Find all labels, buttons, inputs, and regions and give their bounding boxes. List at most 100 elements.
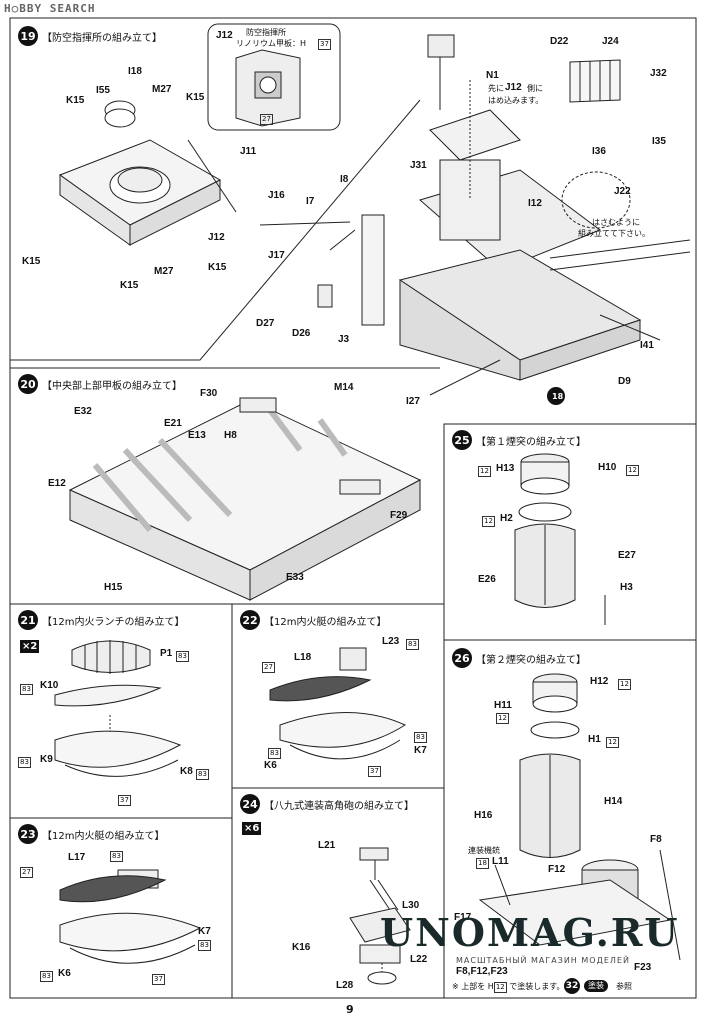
part-label: K15 — [66, 95, 85, 106]
part-label: L28 — [336, 980, 354, 991]
part-label: K7 — [198, 926, 211, 937]
watermark-text: UNOMAG.RU — [380, 910, 680, 955]
mat-tag: 27 — [262, 662, 275, 673]
part-label: E33 — [286, 572, 304, 583]
step20-number: 20 — [18, 374, 38, 394]
mat-tag: 83 — [18, 757, 31, 768]
part-label: F23 — [634, 962, 652, 973]
note1-text2: 側に — [527, 84, 543, 93]
step25-header: 25 【第１煙突の組み立て】 — [452, 430, 586, 450]
part-label: H16 — [474, 810, 493, 821]
part-label: F12 — [548, 864, 566, 875]
part-label: J11 — [240, 146, 257, 157]
step21-drawing — [54, 640, 182, 777]
step24-drawing — [349, 847, 411, 985]
mat-tag: 12 — [618, 679, 631, 690]
step20-title: 【中央部上部甲板の組み立て】 — [42, 380, 182, 392]
bottom-note-end: で塗装します。 — [506, 982, 565, 991]
part-label: H14 — [604, 796, 623, 807]
note2-part: J22 — [614, 186, 631, 197]
bottom-note-text: ※ 上部を H — [452, 982, 494, 991]
note1-text3: はめ込みます。 — [488, 96, 544, 105]
bottom-parts: F8,F12,F23 — [456, 966, 508, 977]
part-label: K7 — [414, 745, 427, 756]
note2-text2: 組み立てて下さい。 — [578, 229, 650, 238]
mat-tag: 83 — [40, 971, 53, 982]
part-label: E13 — [188, 430, 206, 441]
step26-title: 【第２煙突の組み立て】 — [476, 654, 586, 666]
part-label: I8 — [340, 174, 349, 185]
part-label: F8 — [650, 834, 662, 845]
part-label: J17 — [268, 250, 285, 261]
part-label: I35 — [652, 136, 666, 147]
multiplier-badge: ×6 — [242, 822, 262, 835]
part-label: K15 — [186, 92, 205, 103]
step22-number: 22 — [240, 610, 260, 630]
step25-title: 【第１煙突の組み立て】 — [476, 436, 586, 448]
mat-tag: 18 — [476, 858, 489, 869]
note1-ref: J12 — [505, 82, 522, 93]
step19-header: 19 【防空指揮所の組み立て】 — [18, 26, 162, 46]
step22-drawing — [269, 647, 407, 760]
part-label: H10 — [598, 462, 617, 473]
part-label: I12 — [528, 198, 542, 209]
note2-text1: はさむように — [592, 218, 640, 227]
paint-badge: 塗装 — [584, 980, 608, 992]
watermark-subtext: МАСШТАБНЫЙ МАГАЗИН МОДЕЛЕЙ — [456, 956, 630, 965]
part-label: L11 — [492, 856, 509, 867]
part-label: E21 — [164, 418, 182, 429]
part-label: E27 — [618, 550, 636, 561]
part-label: H3 — [620, 582, 633, 593]
step24-title: 【八九式連装高角砲の組み立て】 — [264, 800, 414, 812]
part-label: L23 — [382, 636, 400, 647]
part-label: K15 — [120, 280, 139, 291]
part-label: D22 — [550, 36, 569, 47]
part-label: K15 — [22, 256, 41, 267]
step24-number: 24 — [240, 794, 260, 814]
callout-line2: リノリウム甲板：H — [236, 39, 307, 48]
step24-header: 24 【八九式連装高角砲の組み立て】 — [240, 794, 414, 814]
ref-step18: 18 — [552, 392, 564, 401]
mat-tag: 37 — [118, 795, 131, 806]
page-number: 9 — [346, 1003, 354, 1016]
step21-header: 21 【12m内火ランチの組み立て】 — [18, 610, 184, 630]
part-label: J32 — [650, 68, 667, 79]
mat-tag: 37 — [368, 766, 381, 777]
part-label: I18 — [128, 66, 142, 77]
callout-mat: 37 — [318, 39, 331, 50]
step22-title: 【12m内火艇の組み立て】 — [264, 616, 387, 628]
step25-number: 25 — [452, 430, 472, 450]
part-label: H15 — [104, 582, 123, 593]
part-label: I36 — [592, 146, 606, 157]
part-label: J3 — [338, 334, 350, 345]
step20-drawing — [68, 397, 422, 601]
ref-step32: 32 — [564, 978, 580, 994]
mat-tag: 83 — [176, 651, 189, 662]
callout-part: J12 — [216, 30, 233, 41]
multiplier-badge: ×2 — [20, 640, 40, 653]
note1-text1: 先に — [488, 84, 504, 93]
mat-tag: 37 — [152, 974, 165, 985]
mat-tag: 27 — [20, 867, 33, 878]
step26-header: 26 【第２煙突の組み立て】 — [452, 648, 586, 668]
part-label: E32 — [74, 406, 92, 417]
part-label: H12 — [590, 676, 609, 687]
step19-title: 【防空指揮所の組み立て】 — [42, 32, 162, 44]
part-label: L21 — [318, 840, 336, 851]
part-label: K8 — [180, 766, 193, 777]
part-label: M27 — [152, 84, 172, 95]
part-label: H13 — [496, 463, 515, 474]
part-label: D26 — [292, 328, 311, 339]
mat-tag: 83 — [110, 851, 123, 862]
step23-title: 【12m内火艇の組み立て】 — [42, 830, 165, 842]
part-label: H2 — [500, 513, 513, 524]
part-label: L18 — [294, 652, 312, 663]
ref-text: 参照 — [616, 982, 632, 991]
part-label: K15 — [208, 262, 227, 273]
part-label: I27 — [406, 396, 420, 407]
part-label: F30 — [200, 388, 218, 399]
note1-part: N1 — [486, 70, 499, 81]
step26-number: 26 — [452, 648, 472, 668]
